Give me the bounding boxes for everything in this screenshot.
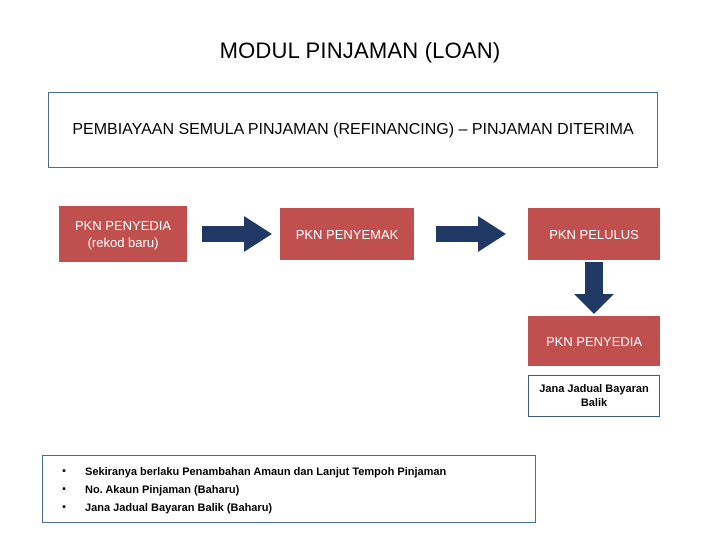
node-label: PKN PENYEDIA: [545, 333, 643, 349]
node-pkn-penyemak[interactable]: PKN PENYEMAK: [280, 208, 414, 260]
node-pkn-penyedia-baru[interactable]: PKN PENYEDIA (rekod baru): [59, 206, 187, 262]
list-item: • No. Akaun Pinjaman (Baharu): [43, 481, 535, 499]
node-pkn-pelulus[interactable]: PKN PELULUS: [528, 208, 660, 260]
bullet-icon: •: [62, 484, 66, 495]
list-item-label: Sekiranya berlaku Penambahan Amaun dan L…: [85, 466, 447, 478]
note-text-line2: Balik: [580, 397, 608, 409]
subtitle-box: PEMBIAYAAN SEMULA PINJAMAN (REFINANCING)…: [48, 92, 658, 168]
arrow-down-icon: [572, 262, 616, 316]
subtitle-text: PEMBIAYAAN SEMULA PINJAMAN (REFINANCING)…: [72, 121, 634, 138]
note-text: Jana Jadual Bayaran Balik: [539, 382, 648, 410]
node-pkn-penyedia[interactable]: PKN PENYEDIA: [528, 316, 660, 366]
arrow-right-icon: [202, 214, 274, 254]
bullet-icon: •: [62, 502, 66, 513]
page-title: MODUL PINJAMAN (LOAN): [219, 38, 501, 63]
list-item: • Sekiranya berlaku Penambahan Amaun dan…: [43, 463, 535, 481]
note-jana-jadual-bayaran-balik: Jana Jadual Bayaran Balik: [528, 375, 660, 417]
node-label: PKN PELULUS: [549, 226, 639, 242]
arrow-right-icon: [436, 214, 508, 254]
note-text-line1: Jana Jadual Bayaran: [539, 383, 649, 395]
node-label-line2: (rekod baru): [87, 235, 159, 250]
node-label: PKN PENYEMAK: [295, 226, 399, 242]
node-label-line1: PKN PENYEDIA: [74, 218, 172, 233]
notes-box: • Sekiranya berlaku Penambahan Amaun dan…: [42, 455, 536, 523]
bullet-icon: •: [62, 466, 66, 477]
list-item-label: Jana Jadual Bayaran Balik (Baharu): [85, 502, 273, 514]
node-label: PKN PENYEDIA (rekod baru): [75, 217, 171, 251]
list-item: • Jana Jadual Bayaran Balik (Baharu): [43, 499, 535, 517]
list-item-label: No. Akaun Pinjaman (Baharu): [85, 484, 240, 496]
